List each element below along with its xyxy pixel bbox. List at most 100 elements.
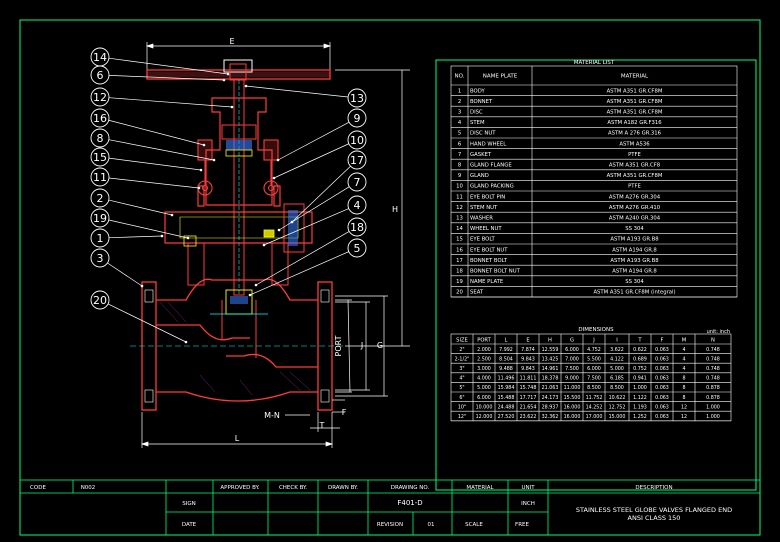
- dimensions-cell: 0.878: [706, 395, 720, 401]
- dimensions-cell: 2.000: [477, 347, 491, 353]
- dimensions-cell: 0.748: [706, 376, 720, 382]
- material-cell: EYE BOLT PIN: [470, 194, 505, 200]
- balloon-left-12: 12: [90, 87, 234, 109]
- material-cell: ASTM A193 GR.B8: [610, 237, 659, 243]
- material-cell: WASHER: [470, 216, 493, 222]
- dimensions-cell: 12.559: [542, 347, 559, 353]
- dimensions-cell: 6.000: [477, 395, 491, 401]
- dimensions-cell: 8.504: [499, 356, 513, 362]
- dimensions-cell: 2.500: [477, 356, 491, 362]
- dimensions-grid: [450, 333, 732, 422]
- material-cell: HAND WHEEL: [470, 141, 506, 147]
- description-line-2: ANSI CLASS 150: [628, 514, 681, 522]
- dimensions-cell: 0.063: [655, 404, 669, 410]
- dimensions-cell: 6.000: [565, 347, 579, 353]
- dimensions-cell: 6": [459, 395, 464, 401]
- dimensions-cell: 7.874: [521, 347, 535, 353]
- flange-bolts: [144, 289, 330, 403]
- balloon-number: 16: [93, 112, 107, 125]
- balloon-left-1: 1: [90, 228, 164, 248]
- check-by-label: CHECK BY.: [279, 485, 307, 491]
- balloon-number: 8: [97, 132, 104, 145]
- balloon-left-16: 16: [90, 108, 206, 147]
- dimensions-header-cell: F: [661, 338, 664, 344]
- material-cell: PTFE: [628, 184, 641, 190]
- material-cell: 11: [456, 194, 463, 200]
- material-cell: GLAND FLANGE: [470, 163, 512, 169]
- material-cell: SS 304: [625, 226, 644, 232]
- dimensions-cell: 7.000: [565, 356, 579, 362]
- dimensions-cell: 0.748: [706, 366, 720, 372]
- dimensions-cell: 4: [682, 356, 685, 362]
- material-cell: ASTM A276 GR.410: [609, 205, 661, 211]
- material-cell: 2: [458, 99, 461, 105]
- dimensions-cell: 15.488: [498, 395, 515, 401]
- material-cell: 8: [458, 163, 462, 169]
- material-cell: 3: [458, 110, 461, 116]
- balloon-left-3: 3: [90, 248, 144, 288]
- dimensions-cell: 15.984: [498, 385, 515, 391]
- material-cell: SS 304: [625, 279, 644, 285]
- approved-by-label: APPROVED BY.: [220, 485, 259, 491]
- material-cell: 1: [458, 88, 461, 94]
- balloon-number: 20: [93, 294, 107, 307]
- balloon-left-2: 2: [90, 188, 174, 217]
- material-cell: 19: [456, 279, 463, 285]
- dimensions-header-cell: M: [682, 338, 686, 344]
- dimensions-cell: 10.622: [609, 395, 626, 401]
- drawn-by-label: DRAWN BY.: [328, 485, 358, 491]
- material-cell: 14: [456, 226, 463, 232]
- dimension-port-label: PORT: [334, 335, 343, 356]
- material-cell: 5: [458, 131, 461, 137]
- material-cell: ASTM A351 GR.CF8M: [607, 99, 663, 105]
- dimensions-cell: 15.500: [564, 395, 581, 401]
- dimensions-cell: 27.520: [498, 414, 515, 420]
- balloon-right-9: 9: [276, 108, 367, 162]
- dimensions-cell: 17.000: [586, 414, 603, 420]
- material-cell: GASKET: [470, 152, 492, 158]
- balloon-number: 2: [97, 192, 104, 205]
- dimensions-header-cell: H: [548, 338, 552, 344]
- material-cell: WHEEL NUT: [470, 226, 502, 232]
- dimensions-cell: 2-1/2": [455, 356, 470, 362]
- material-cell: ASTM A276 GR.304: [609, 194, 661, 200]
- dimension-t-label: T: [319, 421, 325, 430]
- material-cell: 16: [456, 247, 463, 253]
- material-cell: BONNET: [470, 99, 493, 105]
- balloon-number: 9: [354, 112, 361, 125]
- dimensions-cell: 0.063: [655, 347, 669, 353]
- material-cell: ASTM A351 GR.CF8M: [607, 88, 663, 94]
- gland-packing: [221, 124, 257, 157]
- dimensions-cell: 9.843: [521, 366, 535, 372]
- balloon-number: 4: [354, 199, 361, 212]
- material-cell: ASTM A 276 GR.316: [608, 131, 662, 137]
- dimensions-cell: 6.185: [610, 376, 624, 382]
- dimensions-cell: 11.496: [498, 376, 515, 382]
- dimension-mn-label: M-N: [264, 411, 280, 420]
- material-cell: ASTM A193 GR.B8: [610, 258, 659, 264]
- balloon-right-7: 7: [277, 172, 367, 232]
- disc-seat: [210, 289, 268, 315]
- dimensions-cell: 4.752: [587, 347, 601, 353]
- material-cell: ASTM A351 GR.CF8: [609, 163, 661, 169]
- dimensions-cell: 8: [682, 385, 685, 391]
- dimension-f-label: F: [342, 408, 347, 417]
- dimensions-cell: 7.992: [499, 347, 513, 353]
- dimensions-header-cell: N: [711, 338, 715, 344]
- material-cell: 6: [458, 141, 462, 147]
- material-cell: 7: [458, 152, 461, 158]
- material-cell: ASTM A240 GR.304: [609, 216, 661, 222]
- date-label: DATE: [182, 522, 197, 528]
- dimensions-cell: 3": [459, 366, 464, 372]
- dimensions-cell: 8: [682, 376, 685, 382]
- material-cell: ASTM A194 GR.8: [612, 247, 657, 253]
- material-cell: 10: [456, 184, 463, 190]
- dimensions-header-cell: E: [526, 338, 529, 344]
- balloon-number: 6: [97, 69, 104, 82]
- dimensions-cell: 8.500: [587, 385, 601, 391]
- dimensions-cell: 1.252: [633, 414, 647, 420]
- eye-bolts: [197, 139, 279, 196]
- dimensions-cell: 0.063: [655, 395, 669, 401]
- revision-value: 01: [428, 522, 435, 528]
